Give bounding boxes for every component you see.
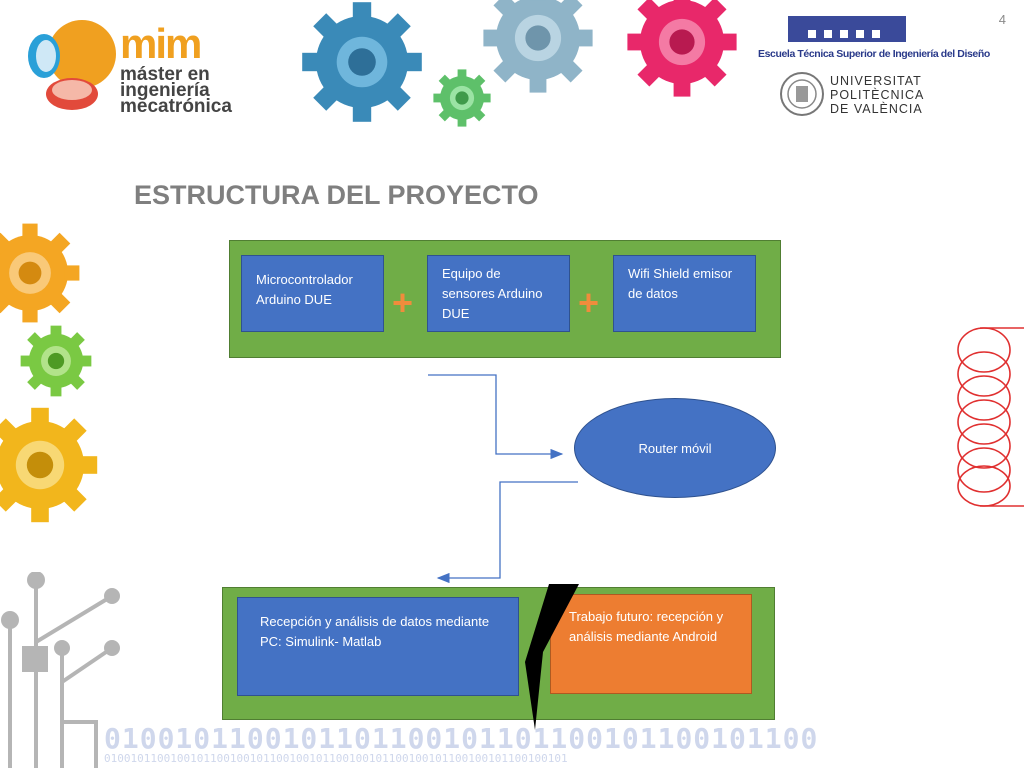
page-number: 4 <box>998 12 1006 27</box>
upv-seal-icon <box>780 72 824 116</box>
binary-strip-small: 0100101100100101100100101100100101100100… <box>104 752 568 765</box>
etsid-logo-icon <box>788 16 906 42</box>
mim-wordmark: mim <box>120 20 202 67</box>
university-logos: Escuela Técnica Superior de Ingeniería d… <box>758 14 990 124</box>
mim-line-3: mecatrónica <box>120 96 232 117</box>
mim-logo: mim máster en ingeniería mecatrónica <box>24 14 234 117</box>
lightning-divider-icon <box>525 584 579 730</box>
microcontroller-box: Microcontrolador Arduino DUE <box>241 255 384 332</box>
coil-decoration-icon <box>957 327 1024 507</box>
router-node: Router móvil <box>574 398 776 498</box>
upv-line-2: POLITÈCNICA <box>830 88 925 102</box>
router-label: Router móvil <box>638 440 712 456</box>
plus-sign-1: + <box>392 282 414 323</box>
mim-line-1: máster en <box>120 64 210 85</box>
mim-line-2: ingeniería <box>120 80 210 101</box>
arrow-to-receiver <box>436 481 578 584</box>
android-future-box: Trabajo futuro: recepción y análisis med… <box>550 594 752 694</box>
arrow-to-router <box>428 374 564 460</box>
binary-strip-large: 0100101100101101100101101100101100101100 <box>104 722 819 755</box>
upv-line-3: DE VALÈNCIA <box>830 102 923 116</box>
upv-line-1: UNIVERSITAT <box>830 74 922 88</box>
header-gears-icon <box>302 0 737 127</box>
mim-logo-mark-icon <box>28 20 116 110</box>
sensors-box: Equipo de sensores Arduino DUE <box>427 255 570 332</box>
circuit-decoration-icon <box>1 572 120 768</box>
slide-title: ESTRUCTURA DEL PROYECTO <box>134 180 539 210</box>
plus-sign-2: + <box>578 282 600 323</box>
etsid-name: Escuela Técnica Superior de Ingeniería d… <box>758 48 990 60</box>
side-gears-icon <box>0 223 98 523</box>
wifi-shield-box: Wifi Shield emisor de datos <box>613 255 756 332</box>
pc-analysis-box: Recepción y análisis de datos mediante P… <box>237 597 519 696</box>
